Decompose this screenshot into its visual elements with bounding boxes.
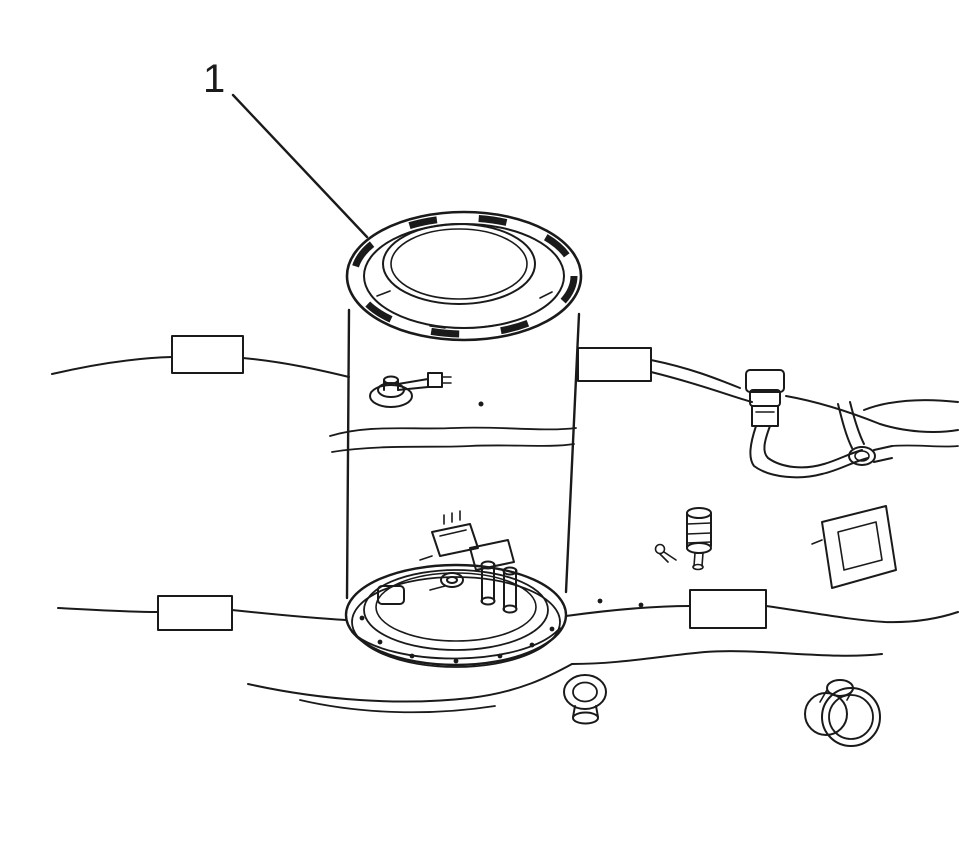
lock-ring (345, 210, 583, 342)
wiring-harness-connector (745, 369, 785, 427)
check-valve (654, 507, 712, 571)
frame-bracket-lower-left (157, 595, 233, 631)
grommet-center (563, 674, 607, 725)
pump-assembly-bottom (344, 510, 568, 668)
callout-1: 1 (203, 57, 369, 239)
underbody-left (51, 335, 350, 631)
callout-1-label: 1 (203, 57, 225, 101)
frame-bracket-upper-right (577, 347, 652, 382)
grommet-right (804, 679, 881, 747)
underbody-lower-sweep (247, 650, 883, 714)
underbody-right (565, 347, 959, 629)
frame-bracket-lower-right (689, 589, 767, 629)
vent-fitting (369, 372, 452, 408)
mounting-bracket (811, 505, 897, 589)
frame-bracket-upper-left (171, 335, 244, 374)
module-canister (329, 308, 581, 600)
fuel-hoses (749, 399, 959, 479)
line-art: 1 (51, 57, 959, 747)
